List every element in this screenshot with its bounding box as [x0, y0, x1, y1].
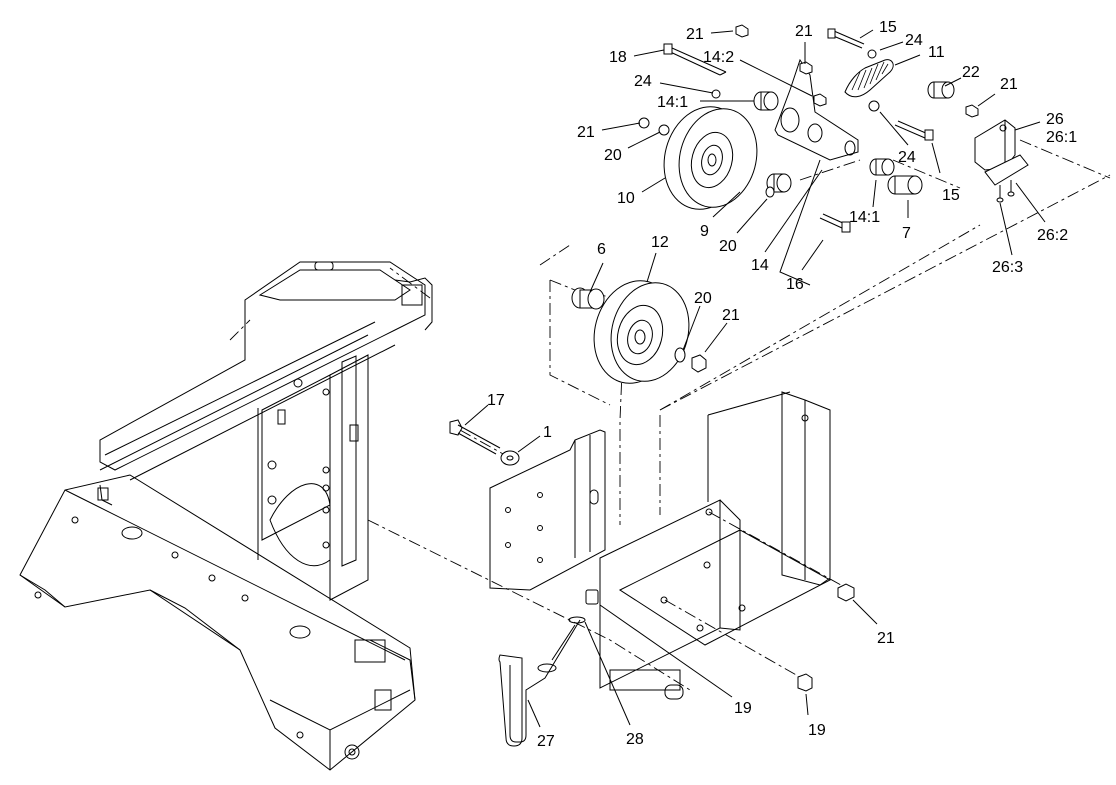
callout-14-2: 14:2: [703, 49, 734, 66]
callout-9: 9: [700, 223, 709, 240]
callout-26-1: 26:1: [1046, 129, 1077, 146]
callout-20: 20: [604, 147, 622, 164]
callout-21: 21: [686, 26, 704, 43]
idler-pulley-upper: [638, 106, 792, 210]
callout-21: 21: [877, 630, 895, 647]
callout-14-1: 14:1: [657, 94, 688, 111]
callout-26: 26: [1046, 111, 1064, 128]
chassis-frame: [19, 261, 433, 771]
callout-17: 17: [487, 392, 505, 409]
callout-22: 22: [962, 64, 980, 81]
callout-7: 7: [902, 225, 911, 242]
callout-21: 21: [577, 124, 595, 141]
callout-19: 19: [808, 722, 826, 739]
callout-26-2: 26:2: [1037, 227, 1068, 244]
callout-19: 19: [734, 700, 752, 717]
callout-1: 1: [543, 424, 552, 441]
callout-12: 12: [651, 234, 669, 251]
callout-labels: 21 21 15 24 11 18 14:2 24 22 21 14:1 26 …: [487, 19, 1077, 750]
callout-20: 20: [694, 290, 712, 307]
callout-15: 15: [942, 187, 960, 204]
callout-27: 27: [537, 733, 555, 750]
assembly-centerlines: [99, 139, 1111, 691]
callout-18: 18: [609, 49, 627, 66]
callout-15: 15: [879, 19, 897, 36]
callout-11: 11: [928, 44, 945, 61]
rod-assembly: [498, 589, 684, 747]
leader-lines: [464, 29, 1046, 728]
right-bracket: [599, 391, 832, 691]
callout-14-1: 14:1: [849, 209, 880, 226]
idler-pulley-lower: [571, 280, 707, 384]
callout-21: 21: [722, 307, 740, 324]
callout-28: 28: [626, 731, 644, 748]
callout-24: 24: [905, 32, 923, 49]
lower-fasteners: [797, 583, 855, 692]
callout-14: 14: [751, 257, 769, 274]
callout-16: 16: [786, 276, 804, 293]
callout-21: 21: [795, 23, 813, 40]
callout-26-3: 26:3: [992, 259, 1023, 276]
idler-arm: [663, 24, 979, 286]
callout-6: 6: [597, 241, 606, 258]
callout-10: 10: [617, 190, 635, 207]
callout-24: 24: [634, 73, 652, 90]
bolt-17: [449, 419, 520, 466]
callout-20: 20: [719, 238, 737, 255]
callout-21: 21: [1000, 76, 1018, 93]
callout-24: 24: [898, 149, 916, 166]
bracket-26: [974, 119, 1029, 203]
mounting-plate: [489, 429, 606, 591]
